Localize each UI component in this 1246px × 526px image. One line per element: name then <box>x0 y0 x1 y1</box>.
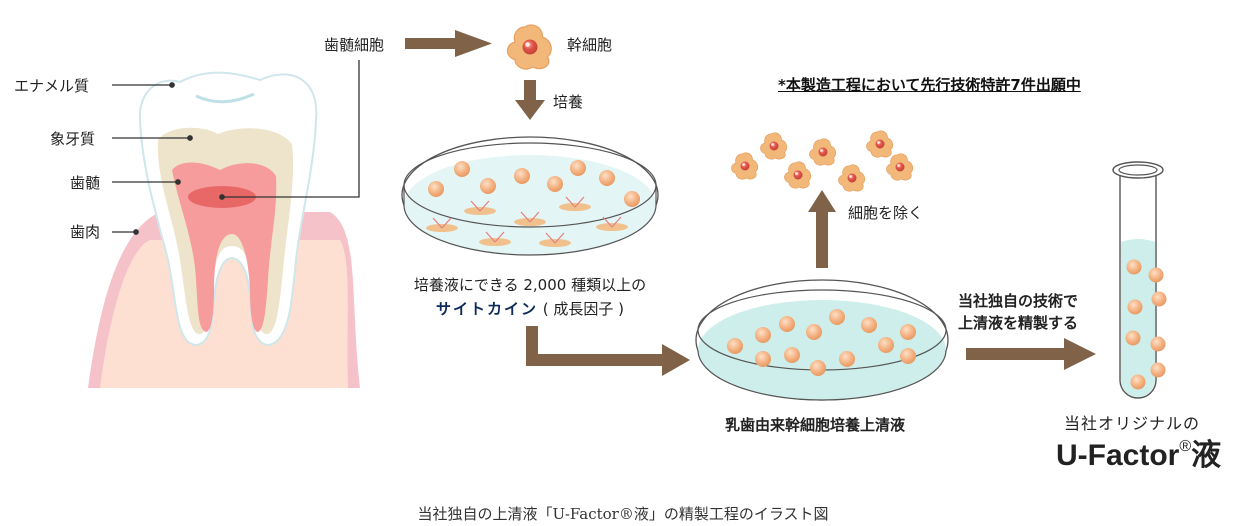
cytokine-sphere <box>839 351 855 367</box>
petri-dish-supernatant <box>695 279 949 401</box>
product-name-text: U-Factor <box>1056 439 1180 472</box>
secretion-arrow <box>494 231 505 243</box>
cytokine-sphere <box>1125 330 1141 346</box>
label-remove-cells: 細胞を除く <box>848 204 924 222</box>
cytokine-sphere <box>861 317 877 333</box>
cytokine-sphere <box>810 360 826 376</box>
secretion-arrow <box>441 217 452 229</box>
cytokine-sphere <box>599 170 615 186</box>
figure-caption: 当社独自の上清液「U-Factor®液」の精製工程のイラスト図 <box>417 505 829 523</box>
label-culture: 培養 <box>553 93 584 111</box>
label-pulp: 歯髄 <box>70 174 101 192</box>
cytokine-sphere <box>779 316 795 332</box>
cell-icon <box>731 152 759 180</box>
label-cytokine-bold: サイトカイン <box>435 300 538 318</box>
cell-icon <box>886 153 914 181</box>
label-cytokine-line1: 培養液にできる 2,000 種類以上の <box>413 276 647 294</box>
secretion-arrow <box>432 217 443 229</box>
cytokine-sphere <box>900 348 916 364</box>
cell-icon <box>866 130 894 158</box>
cytokine-sphere <box>547 176 563 192</box>
test-tube <box>1112 161 1167 399</box>
arrow-up-remove-cells <box>808 190 836 268</box>
secretion-arrow <box>470 200 481 212</box>
cytokine-sphere <box>784 347 800 363</box>
secretion-arrow <box>520 211 531 223</box>
product-name: U-Factor®液 <box>1056 430 1221 474</box>
arrow-right-refine <box>966 338 1096 370</box>
secretion-arrow <box>611 216 622 228</box>
cytokine-sphere <box>454 161 470 177</box>
secretion-arrow <box>574 196 585 208</box>
secretion-arrow <box>565 196 576 208</box>
registered-mark: ® <box>1179 438 1192 455</box>
cytokine-sphere <box>514 168 530 184</box>
label-dentin: 象牙質 <box>50 130 96 148</box>
cell-icon <box>809 138 837 166</box>
cytokine-sphere <box>480 178 496 194</box>
secretion-arrow <box>545 232 556 244</box>
arrow-right-1 <box>405 30 492 57</box>
label-pulp-cells: 歯髄細胞 <box>324 36 385 54</box>
cell-icon <box>784 161 812 189</box>
label-product-sub: 当社オリジナルの <box>1064 414 1201 433</box>
cytokine-sphere <box>806 324 822 340</box>
label-gum: 歯肉 <box>70 223 101 241</box>
label-refine-line1: 当社独自の技術で <box>958 292 1079 310</box>
cell-icon <box>838 164 866 192</box>
label-cytokine-paren: ( 成長因子 ) <box>538 300 625 318</box>
cytokine-sphere <box>1130 374 1146 390</box>
cytokine-sphere <box>1126 259 1142 275</box>
cytokine-sphere <box>727 338 743 354</box>
secretion-arrow <box>602 216 613 228</box>
cytokine-sphere <box>1151 291 1167 307</box>
product-suffix: 液 <box>1191 439 1222 472</box>
cell-icon <box>760 132 788 160</box>
cytokine-sphere <box>755 327 771 343</box>
secretion-arrow <box>554 232 565 244</box>
cytokine-sphere <box>624 191 640 207</box>
cytokine-sphere <box>878 337 894 353</box>
cytokine-sphere <box>1150 336 1166 352</box>
label-enamel: エナメル質 <box>14 77 90 95</box>
arrow-down-culture <box>515 80 545 120</box>
cytokine-sphere <box>829 309 845 325</box>
secretion-arrow <box>485 231 496 243</box>
cytokine-sphere <box>900 324 916 340</box>
label-supernatant: 乳歯由来幹細胞培養上清液 <box>725 416 906 434</box>
pulp-shape <box>172 162 277 332</box>
label-stem-cells: 幹細胞 <box>567 36 613 54</box>
label-refine-line2: 上清液を精製する <box>958 314 1079 332</box>
cytokine-sphere <box>428 181 444 197</box>
label-cytokine-line2: サイトカイン ( 成長因子 ) <box>402 298 658 319</box>
cytokine-sphere <box>755 351 771 367</box>
cytokine-sphere <box>570 160 586 176</box>
cytokine-sphere <box>1150 362 1166 378</box>
tooth-illustration <box>88 60 360 388</box>
petri-dish-culture <box>401 136 659 256</box>
patent-note: *本製造工程において先行技術特許7件出願中 <box>778 76 1081 94</box>
secretion-arrow <box>479 200 490 212</box>
stem-cell-icon <box>506 24 552 70</box>
cytokine-sphere <box>1148 267 1164 283</box>
arrow-l-to-supernatant <box>526 326 690 376</box>
cytokine-sphere <box>1127 299 1143 315</box>
secretion-arrow <box>529 211 540 223</box>
